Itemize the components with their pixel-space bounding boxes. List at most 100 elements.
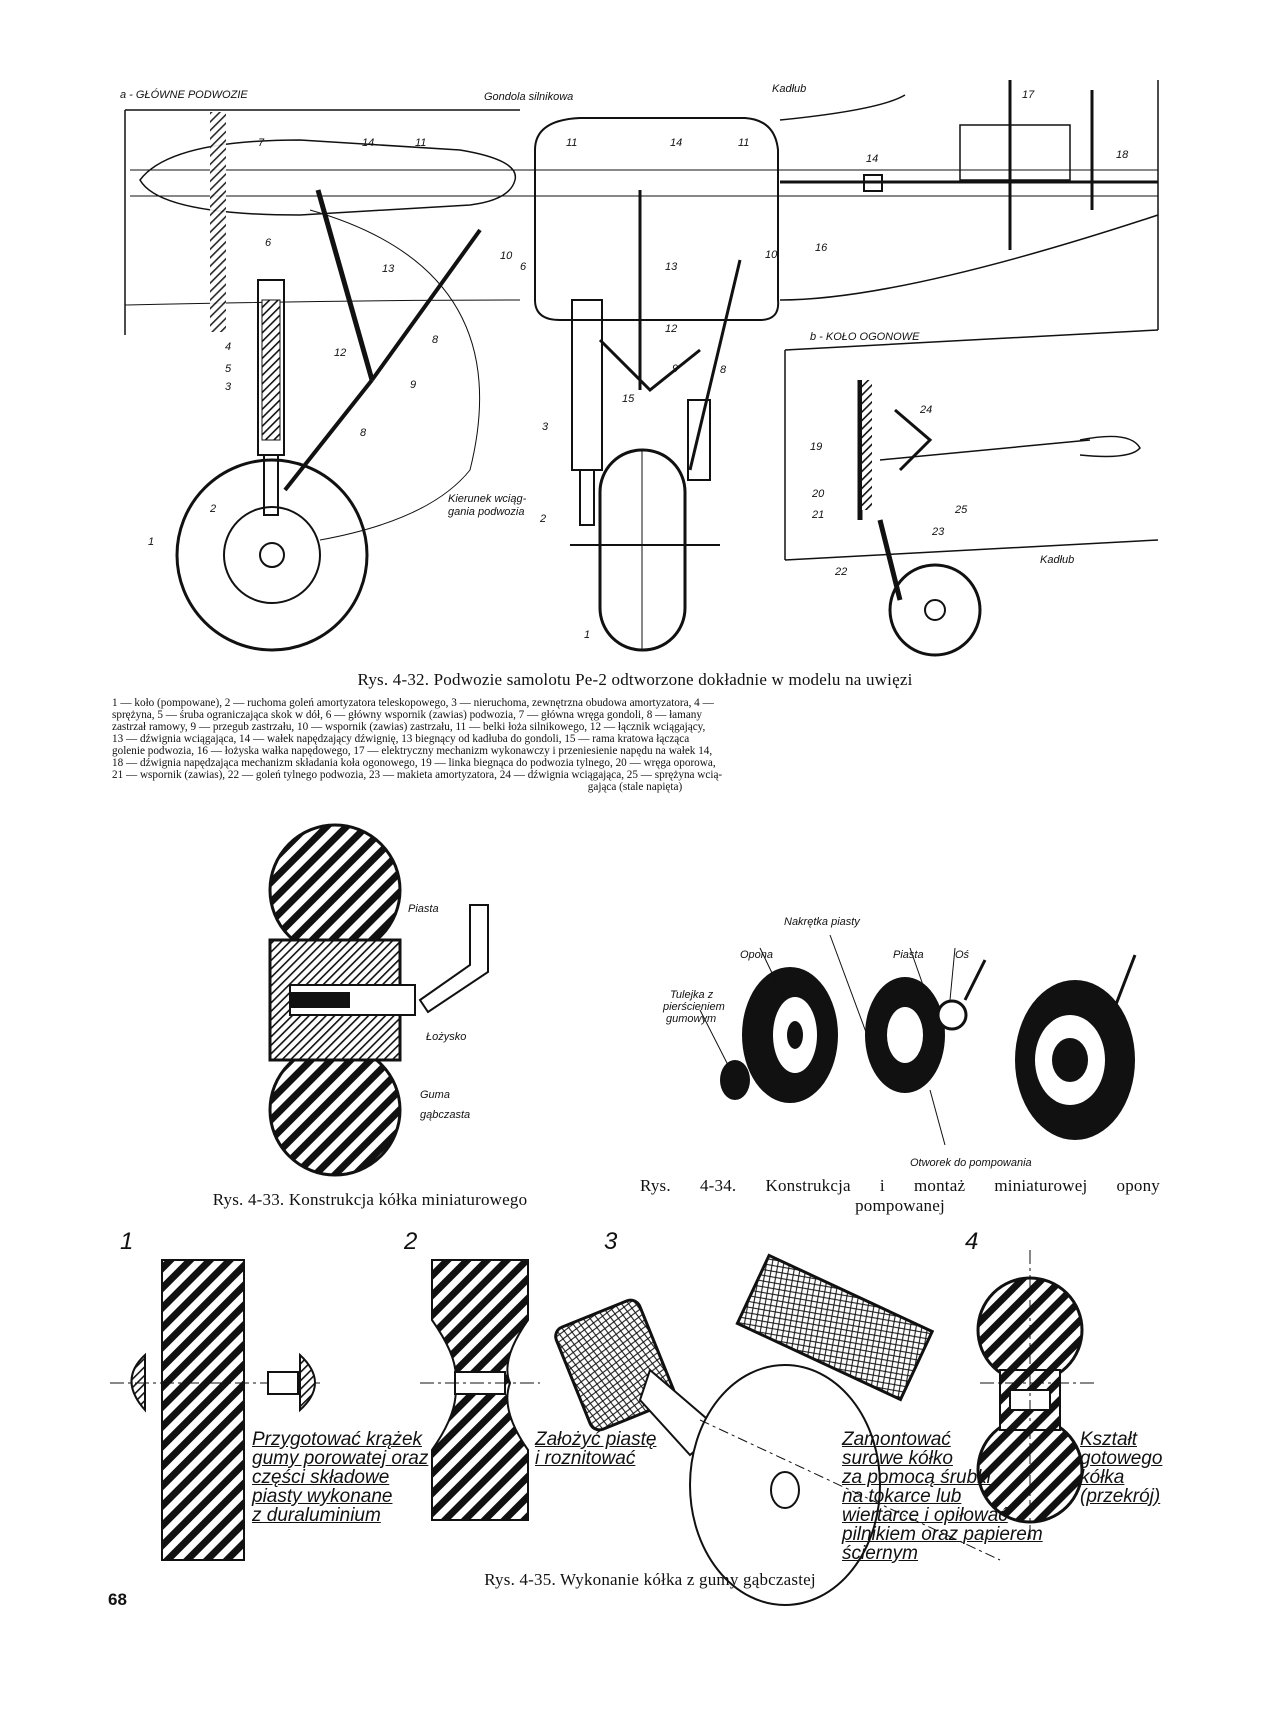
caption-fig-4-32: Rys. 4-32. Podwozie samolotu Pe-2 odtwor… <box>357 670 913 689</box>
part-number: 6 <box>265 237 272 249</box>
caption-fig-4-35: Rys. 4-35. Wykonanie kółka z gumy gąbcza… <box>484 1570 816 1589</box>
instruction-line: surowe kółko <box>842 1448 953 1469</box>
part-number: 2 <box>209 503 216 515</box>
caption-fig-4-33: Rys. 4-33. Konstrukcja kółka miniaturowe… <box>212 1190 528 1209</box>
label-piasta-433: Piasta <box>408 903 439 915</box>
figure-4-33-drawing <box>268 823 489 1177</box>
label-kierunek-1: Kierunek wciąg- <box>448 493 527 505</box>
figure-4-34-drawing <box>699 934 1137 1146</box>
part-number: 12 <box>334 347 346 359</box>
part-number: 21 <box>811 509 824 521</box>
instruction-line: za pomocą śrubki <box>842 1467 991 1488</box>
instruction-line: Założyć piastę <box>535 1429 657 1450</box>
part-number: 5 <box>225 363 232 375</box>
caption-fig-4-34-line1: Rys. 4-34. Konstrukcja i montaż miniatur… <box>640 1176 1160 1195</box>
step-number-1: 1 <box>120 1228 134 1255</box>
instruction-line: piasty wykonane <box>252 1486 393 1507</box>
instruction-line: i roznitować <box>535 1448 636 1469</box>
legend-line: 13 — dźwignia wciągająca, 14 — wałek nap… <box>112 733 690 745</box>
legend-line: golenie podwozia, 16 — łożyska wałka nap… <box>112 745 713 757</box>
instruction-line: gumy porowatej oraz <box>252 1448 429 1469</box>
instruction-line: na tokarce lub <box>842 1486 962 1507</box>
part-number: 24 <box>919 404 932 416</box>
part-number: 3 <box>542 421 549 433</box>
part-number: 2 <box>539 513 546 525</box>
part-number: 13 <box>382 263 395 275</box>
label-gondola: Gondola silnikowa <box>484 91 573 103</box>
part-number: 25 <box>954 504 968 516</box>
instruction-step-3: Zamontować surowe kółko za pomocą śrubki… <box>842 1430 1043 1563</box>
part-number: 3 <box>225 381 232 393</box>
instruction-step-2: Założyć piastę i roznitować <box>535 1430 656 1468</box>
part-number: 23 <box>931 526 945 538</box>
part-number: 20 <box>811 488 825 500</box>
instruction-line: z duraluminium <box>252 1505 381 1526</box>
part-number: 8 <box>432 334 439 346</box>
part-number: 6 <box>520 261 527 273</box>
label-opona: Opona <box>740 949 773 961</box>
instruction-line: gotowego <box>1080 1448 1163 1469</box>
label-gabczasta-433: gąbczasta <box>420 1109 470 1121</box>
step-number-4: 4 <box>965 1228 979 1255</box>
step-number-2: 2 <box>404 1228 418 1255</box>
label-otworek: Otworek do pompowania <box>910 1157 1032 1169</box>
label-a-main-gear: a - GŁÓWNE PODWOZIE <box>120 88 248 101</box>
legend-line: sprężyna, 5 — śruba ograniczająca skok w… <box>112 709 702 721</box>
part-number: 12 <box>665 323 677 335</box>
part-number: 15 <box>622 393 635 405</box>
instruction-step-1: Przygotować krążek gumy porowatej oraz c… <box>252 1430 428 1525</box>
part-number: 11 <box>566 137 577 149</box>
part-number: 11 <box>415 137 426 149</box>
legend-line: 18 — dźwignia napędzająca mechanizm skła… <box>112 757 716 769</box>
legend-line: 21 — wspornik (zawias), 22 — goleń tylne… <box>112 769 723 781</box>
part-number: 9 <box>672 363 678 375</box>
label-lozysko-433: Łożysko <box>426 1031 466 1043</box>
instruction-line: Zamontować <box>842 1429 951 1450</box>
label-piasta-434: Piasta <box>893 949 924 961</box>
label-tulejka-2: pierścieniem <box>662 1001 725 1013</box>
instruction-step-4: Kształt gotowego kółka (przekrój) <box>1080 1430 1162 1506</box>
label-nakretka: Nakrętka piasty <box>784 916 861 928</box>
part-number: 11 <box>738 137 749 149</box>
label-os: Oś <box>955 949 970 961</box>
part-number: 18 <box>1116 149 1129 161</box>
instruction-line: części składowe <box>252 1467 390 1488</box>
caption-fig-4-34-line2: pompowanej <box>855 1196 945 1215</box>
figure-4-35-drawing <box>110 1250 1095 1606</box>
instruction-line: pilnikiem oraz papierem <box>842 1524 1043 1545</box>
instruction-line: (przekrój) <box>1080 1486 1161 1507</box>
part-number: 10 <box>500 250 513 262</box>
legend-fig-4-32: 1 — koło (pompowane), 2 — ruchoma goleń … <box>112 697 1158 793</box>
legend-line: 1 — koło (pompowane), 2 — ruchoma goleń … <box>112 697 714 709</box>
label-guma-433: Guma <box>420 1089 450 1101</box>
part-number: 16 <box>815 242 828 254</box>
part-number: 14 <box>866 153 878 165</box>
part-number: 22 <box>834 566 847 578</box>
part-number: 13 <box>665 261 678 273</box>
instruction-line: wiertarce i opiłować <box>842 1505 1008 1526</box>
instruction-line: ściernym <box>842 1543 919 1564</box>
instruction-line: Przygotować krążek <box>252 1429 423 1450</box>
label-b-tail-wheel: b - KOŁO OGONOWE <box>810 331 920 343</box>
part-number: 1 <box>148 536 154 548</box>
label-tulejka-3: gumowym <box>666 1013 716 1025</box>
part-number: 1 <box>584 629 590 641</box>
part-number: 14 <box>362 137 374 149</box>
part-number: 8 <box>360 427 367 439</box>
step-number-3: 3 <box>604 1228 618 1255</box>
label-tulejka-1: Tulejka z <box>670 989 714 1001</box>
part-number: 14 <box>670 137 682 149</box>
part-number: 17 <box>1022 89 1035 101</box>
instruction-line: Kształt <box>1080 1429 1138 1450</box>
label-kierunek-2: gania podwozia <box>448 506 524 518</box>
label-kadlub-top: Kadłub <box>772 83 806 95</box>
part-number: 19 <box>810 441 822 453</box>
legend-line: zastrzał ramowy, 9 — przegub zastrzału, … <box>112 721 706 733</box>
instruction-line: kółka <box>1080 1467 1125 1488</box>
page-number: 68 <box>108 1590 127 1609</box>
part-number: 10 <box>765 249 778 261</box>
part-number: 9 <box>410 379 416 391</box>
part-number: 7 <box>258 137 265 149</box>
label-kadlub-tail: Kadłub <box>1040 554 1074 566</box>
